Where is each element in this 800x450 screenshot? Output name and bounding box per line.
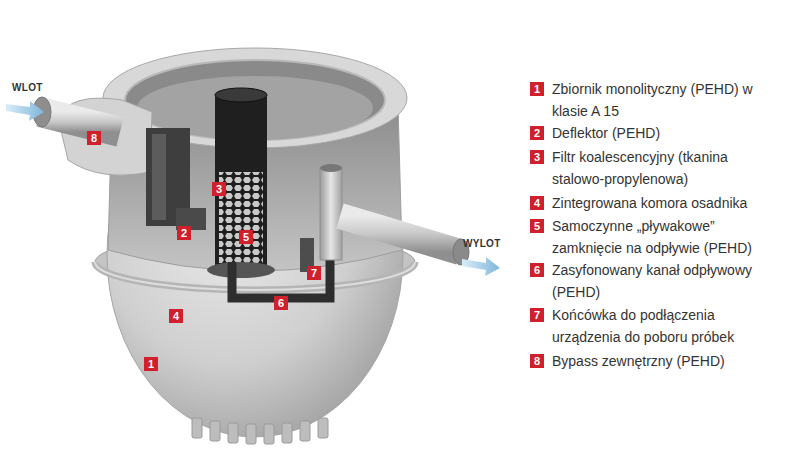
flow-arrows xyxy=(6,101,500,276)
coalescing-filter-shape xyxy=(215,94,267,268)
part-description: Samoczynne „pływakowe” zamknięcie na odp… xyxy=(552,215,767,259)
callout-number: 2 xyxy=(177,226,191,240)
callout-number: 4 xyxy=(169,309,183,323)
flow-arrows-shape xyxy=(462,257,500,276)
callout-number: 3 xyxy=(530,150,544,164)
callout-number: 8 xyxy=(87,131,101,145)
flow-label: WYLOT xyxy=(463,238,501,249)
coalescing-filter xyxy=(207,88,275,278)
deflector-shape xyxy=(152,134,166,220)
tank-feet-shape xyxy=(210,421,220,441)
tank-feet-shape xyxy=(228,423,238,443)
tank-feet-shape xyxy=(282,423,292,443)
callout-number: 7 xyxy=(530,308,544,322)
part-description: Zasyfonowany kanał odpływowy (PEHD) xyxy=(552,259,767,303)
tank-body-shape xyxy=(95,262,415,290)
coalescing-filter-shape xyxy=(207,262,275,278)
callout-number: 5 xyxy=(530,219,544,233)
coalescing-filter-shape xyxy=(215,88,267,102)
callout-number: 6 xyxy=(530,263,544,277)
callout-number: 6 xyxy=(274,296,288,310)
part-description: Bypass zewnętrzny (PEHD) xyxy=(552,350,767,372)
part-description: Filtr koalescencyjny (tkanina stalowo-pr… xyxy=(552,146,767,190)
outlet-pipe xyxy=(320,164,469,265)
outlet-pipe-shape xyxy=(320,168,342,260)
part-description: Deflektor (PEHD) xyxy=(552,122,767,144)
tank-body-shape xyxy=(95,262,415,290)
callout-number: 3 xyxy=(212,182,226,196)
deflector xyxy=(146,128,206,230)
tank-feet-shape xyxy=(246,424,256,444)
tank-feet-shape xyxy=(192,418,202,438)
tank-feet-shape xyxy=(318,418,328,438)
outlet-pipe-shape xyxy=(320,164,342,172)
tank-feet xyxy=(192,418,328,444)
siphon-channel-shape xyxy=(232,205,330,298)
outlet-pipe-shape xyxy=(340,216,460,252)
callout-number: 1 xyxy=(530,82,544,96)
siphon-channel xyxy=(232,205,330,298)
flow-label: WLOT xyxy=(12,82,43,93)
callout-number: 4 xyxy=(530,196,544,210)
flow-arrows-shape xyxy=(6,101,44,121)
tank-feet-shape xyxy=(264,424,274,444)
callout-number: 7 xyxy=(307,266,321,280)
callout-number: 8 xyxy=(530,354,544,368)
part-description: Zbiornik monolityczny (PEHD) w klasie A … xyxy=(552,78,767,122)
callout-number: 5 xyxy=(239,230,253,244)
callout-number: 1 xyxy=(144,357,158,371)
tank-cutaway xyxy=(103,48,407,271)
callout-number: 2 xyxy=(530,126,544,140)
part-description: Końcówka do podłączenia urządzenia do po… xyxy=(552,304,767,348)
part-description: Zintegrowana komora osadnika xyxy=(552,192,767,214)
inlet-bypass xyxy=(33,97,152,175)
inlet-bypass-shape xyxy=(40,112,120,132)
tank-feet-shape xyxy=(300,421,310,441)
